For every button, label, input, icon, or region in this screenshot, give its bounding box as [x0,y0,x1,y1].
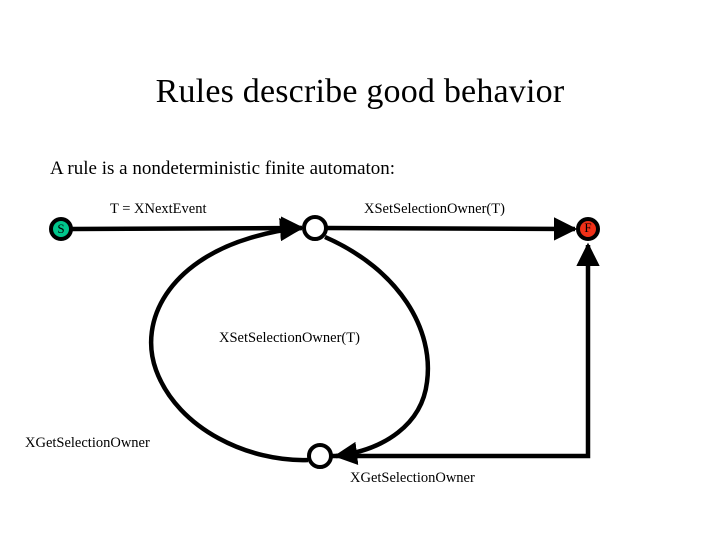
state-q2[interactable] [307,443,333,469]
slide-subtitle: A rule is a nondeterministic finite auto… [50,158,396,179]
state-q1[interactable] [302,215,328,241]
edge-start-to-q1 [71,216,305,240]
page-title: Rules describe good behavior [155,73,565,110]
edge-label-get-owner-left: XGetSelectionOwner [25,435,150,451]
edge-label-set-owner-middle: XSetSelectionOwner(T) [219,330,360,346]
edge-label-next-event: T = XNextEvent [110,201,207,217]
edge-label-get-owner-bottom: XGetSelectionOwner [350,470,475,486]
edge-q1-to-q2 [324,234,431,466]
edge-label-set-owner-top: XSetSelectionOwner(T) [364,201,505,217]
edge-q2-to-final [332,242,600,459]
edge-q1-to-final [326,217,578,241]
edge-q2-to-q1 [148,217,309,463]
state-start[interactable] [49,217,73,241]
state-final[interactable] [576,217,600,241]
